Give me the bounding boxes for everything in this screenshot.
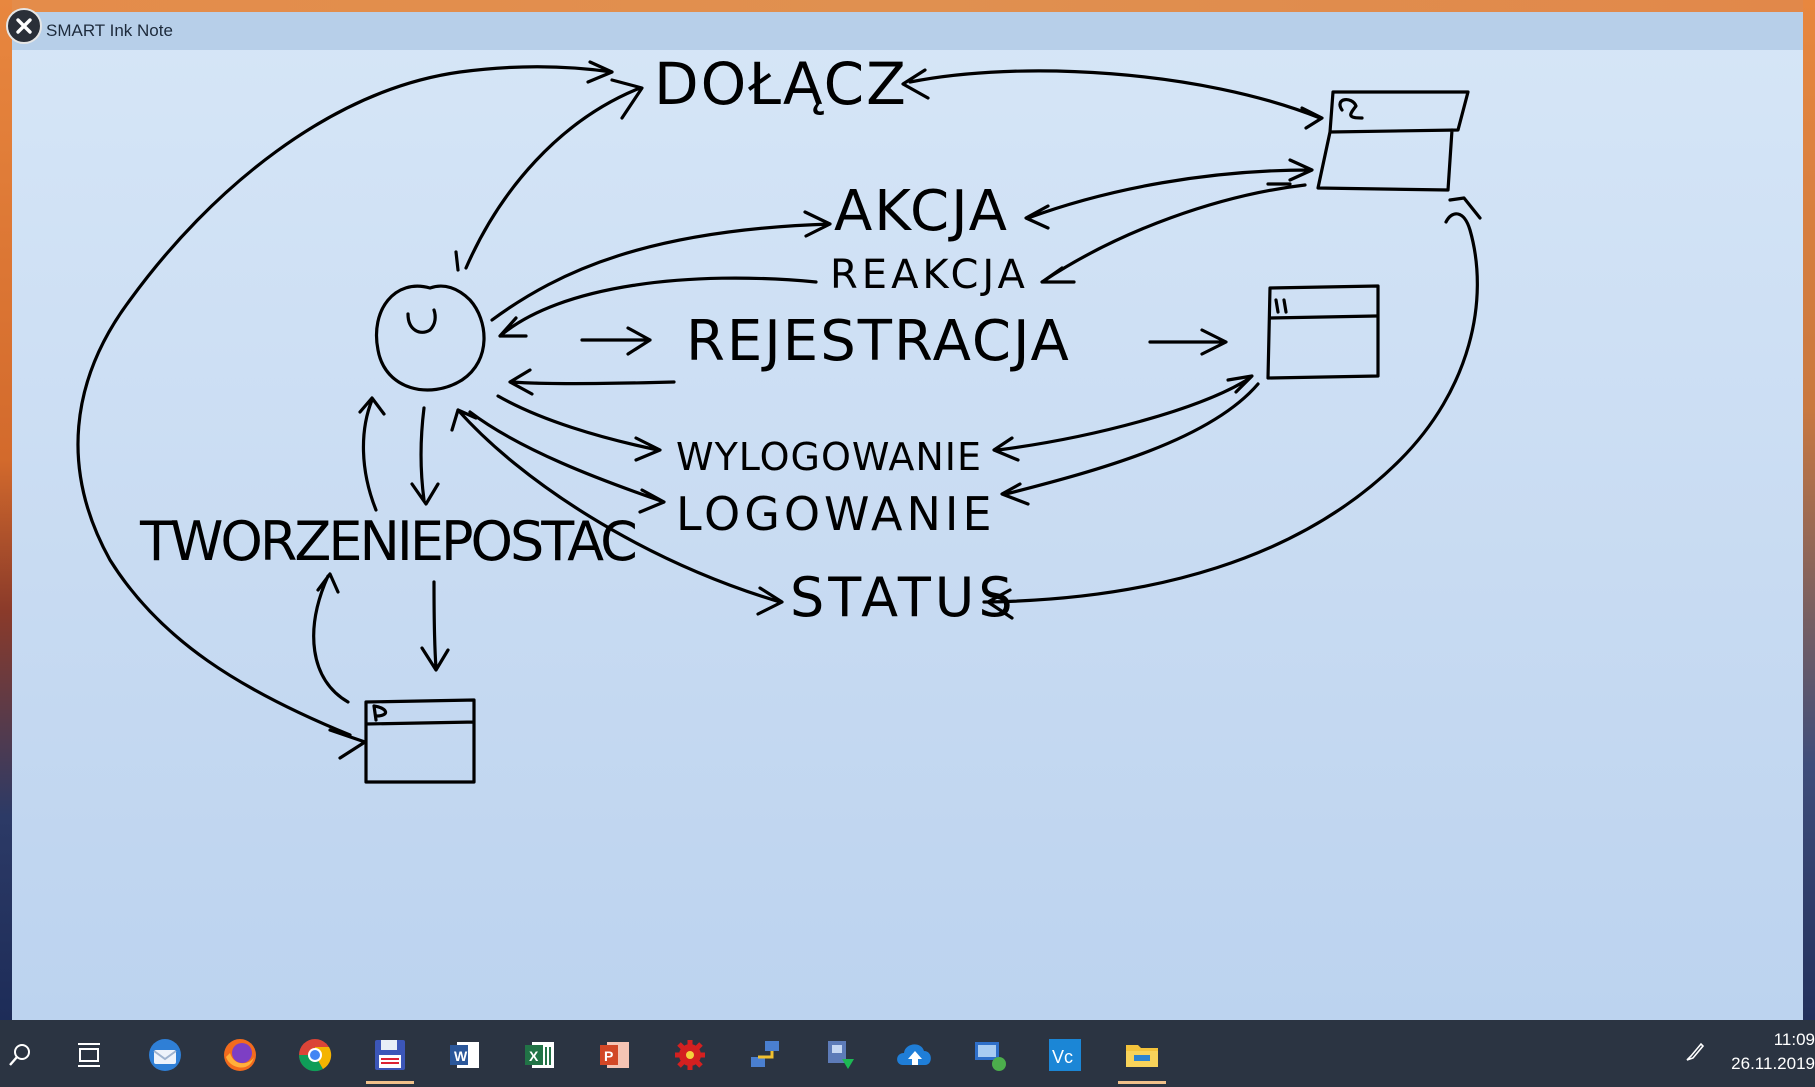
arrow-reakcja-user	[498, 276, 818, 338]
arrow-ubox-wylogowanie	[992, 374, 1254, 462]
desktop-background-right	[1803, 0, 1815, 1020]
search-icon[interactable]	[0, 1030, 50, 1080]
arrow-postac-user	[358, 396, 386, 512]
game-box	[1316, 90, 1470, 192]
arrow-user-logowanie	[468, 410, 666, 514]
label-logowanie: LOGOWANIE	[676, 487, 996, 541]
label-dolacz: DOŁĄCZ	[654, 50, 908, 118]
arrow-user-wylogowanie	[496, 394, 662, 462]
arrow-rejestracja-out	[508, 368, 676, 396]
vs-code-icon[interactable]: Vc	[1035, 1030, 1095, 1080]
label-wylogowanie: WYLOGOWANIE	[676, 435, 982, 479]
label-tworzenie-postac: TWORZENIEPOSTAC	[139, 510, 635, 573]
task-view-icon[interactable]	[60, 1030, 120, 1080]
file-explorer-icon[interactable]	[1112, 1030, 1172, 1084]
arrow-game-akcja	[1024, 158, 1314, 230]
arrow-game-reakcja	[1040, 183, 1307, 284]
svg-text:X: X	[529, 1048, 539, 1064]
arrow-user-akcja	[490, 210, 832, 322]
clock-time: 11:09	[1773, 1030, 1815, 1049]
label-akcja: AKCJA	[834, 179, 1009, 244]
title-bar: SMART Ink Note	[12, 12, 1803, 50]
arrow-user-dolacz	[464, 78, 644, 270]
label-rejestracja: REJESTRACJA	[686, 309, 1071, 374]
desktop-background-top	[0, 0, 1815, 12]
cloud-sync-icon[interactable]	[885, 1030, 945, 1080]
label-status: STATUS	[790, 566, 1017, 629]
powerpoint-icon[interactable]: P	[585, 1030, 645, 1080]
remote-desktop-app-icon[interactable]	[810, 1030, 870, 1080]
postac-box	[364, 698, 476, 784]
excel-icon[interactable]: X	[510, 1030, 570, 1080]
arrow-game-status	[982, 196, 1482, 620]
clock-date: 26.11.2019	[1731, 1054, 1815, 1073]
chrome-icon[interactable]	[285, 1030, 345, 1080]
computer-network-icon[interactable]	[960, 1030, 1020, 1080]
svg-text:Vc: Vc	[1052, 1047, 1073, 1067]
thunderbird-icon[interactable]	[135, 1030, 195, 1080]
ink-note-window: SMART Ink Note	[6, 8, 1803, 1020]
window-title: SMART Ink Note	[46, 21, 173, 40]
user-node-circle	[375, 284, 486, 392]
system-clock[interactable]: 11:09 26.11.2019	[1719, 1028, 1815, 1076]
close-icon	[16, 18, 32, 34]
arrow-user-status	[450, 408, 784, 616]
word-icon[interactable]: W	[435, 1030, 495, 1080]
arrow-ubox-logowanie	[1000, 382, 1260, 506]
network-tool-icon[interactable]	[735, 1030, 795, 1080]
arrow-tworzenie-postac-box	[420, 580, 450, 672]
arrow-game-dolacz	[901, 68, 1324, 130]
close-button[interactable]	[6, 8, 42, 44]
arrow-rejestracja-ubox	[1148, 328, 1228, 356]
label-reakcja: REAKCJA	[830, 252, 1029, 298]
desktop-background-left	[0, 0, 12, 1020]
arrow-postac-box-tworzenie	[312, 572, 350, 704]
arrow-rejestracja-in	[580, 326, 652, 356]
floppy-save-app-icon[interactable]	[360, 1030, 420, 1084]
svg-text:W: W	[454, 1048, 468, 1064]
taskbar: W X P Vc 11:09 26.11.2019	[0, 1020, 1815, 1087]
red-gear-app-icon[interactable]	[660, 1030, 720, 1080]
svg-text:P: P	[604, 1048, 613, 1064]
firefox-icon[interactable]	[210, 1030, 270, 1080]
arrow-user-postac	[410, 406, 440, 506]
pen-icon[interactable]	[1683, 1040, 1707, 1069]
ink-canvas[interactable]: DOŁĄCZ AKCJA REAKCJA REJESTRACJA WYLOGOW…	[12, 12, 1803, 1020]
arrow-postac-dolacz	[76, 60, 614, 737]
user-box	[1266, 284, 1380, 380]
